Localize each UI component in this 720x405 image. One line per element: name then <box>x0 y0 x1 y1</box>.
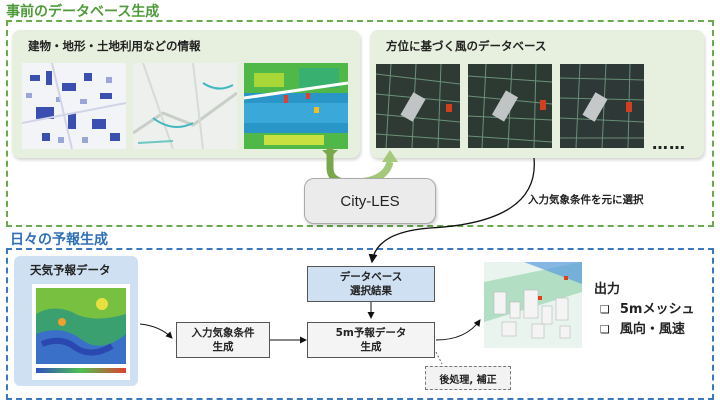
daily-section-title: 日々の予報生成 <box>10 232 108 248</box>
input-condition-line2: 生成 <box>212 341 234 353</box>
checkbox-bullet-icon: ❑ <box>600 303 610 316</box>
wind-db-label: 方位に基づく風のデータベース <box>386 39 547 53</box>
output-3d-image <box>484 262 582 348</box>
wind-db-panel: 方位に基づく風のデータベース <box>370 30 704 158</box>
postprocess-box: 後処理, 補正 <box>425 366 511 390</box>
input-info-panel: 建物・地形・土地利用などの情報 <box>12 30 360 158</box>
forecast-gen-line2: 生成 <box>360 341 382 353</box>
postprocess-label: 後処理, 補正 <box>439 374 497 386</box>
daily-section-frame <box>6 248 714 400</box>
forecast-gen-box: 5m予報データ 生成 <box>307 322 435 358</box>
output-item-mesh: ❑ 5mメッシュ <box>600 298 694 317</box>
db-section-frame <box>6 20 714 227</box>
terrain-map-image <box>133 63 237 149</box>
input-condition-box: 入力気象条件 生成 <box>176 322 270 358</box>
checkbox-bullet-icon: ❑ <box>600 323 610 336</box>
city-les-box: City-LES <box>304 178 436 224</box>
db-result-line2: 選択結果 <box>350 285 392 297</box>
weather-label: 天気予報データ <box>30 263 111 277</box>
weather-forecast-image <box>32 284 130 380</box>
db-section-title: 事前のデータベース生成 <box>6 4 160 20</box>
wind-field-image-1 <box>376 64 460 148</box>
db-result-box: データベース 選択結果 <box>307 266 435 302</box>
output-item-wind: ❑ 風向・風速 <box>600 318 685 337</box>
city-les-label: City-LES <box>340 192 400 210</box>
building-map-image <box>22 63 126 149</box>
output-title: 出力 <box>594 282 621 297</box>
wind-field-image-3 <box>560 64 644 148</box>
input-info-label: 建物・地形・土地利用などの情報 <box>28 39 201 53</box>
land-use-map-image <box>244 63 348 149</box>
db-result-line1: データベース <box>339 271 403 283</box>
more-ellipsis: …… <box>652 134 686 153</box>
forecast-gen-line1: 5m予報データ <box>335 327 407 339</box>
input-condition-line1: 入力気象条件 <box>191 327 255 339</box>
output-wind-label: 風向・風速 <box>619 322 685 337</box>
select-note: 入力気象条件を元に選択 <box>528 194 644 206</box>
weather-panel: 天気予報データ <box>14 256 138 386</box>
wind-field-image-2 <box>468 64 552 148</box>
output-mesh-label: 5mメッシュ <box>619 302 695 317</box>
